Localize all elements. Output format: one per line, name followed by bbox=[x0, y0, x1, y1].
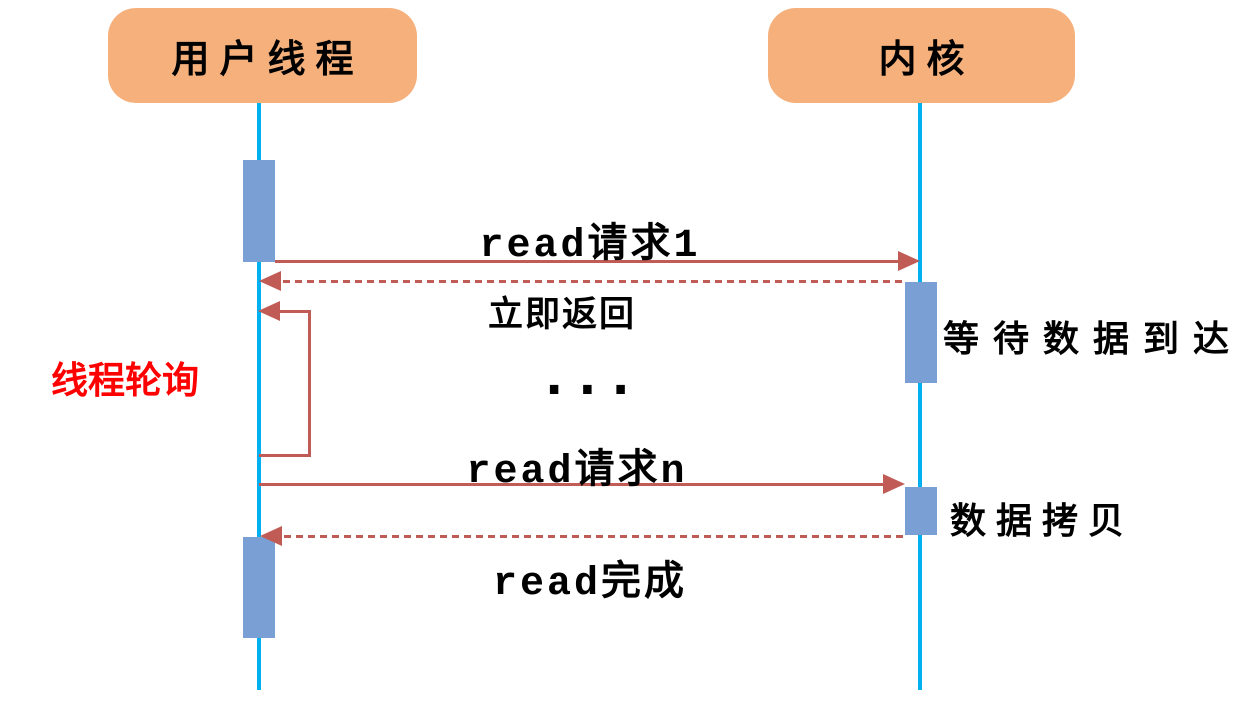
read-request-1-arrowhead-icon bbox=[898, 251, 920, 271]
kernel-activation-bar-wait bbox=[905, 282, 937, 383]
actor-box-kernel: 内核 bbox=[768, 8, 1075, 103]
data-copy-label: 数据拷贝 bbox=[950, 500, 1135, 541]
wait-for-data-label: 等待数据到达 bbox=[943, 318, 1244, 359]
actor-label-kernel: 内核 bbox=[878, 39, 975, 81]
read-request-n-arrowhead-icon bbox=[883, 474, 905, 494]
polling-loop-bottom-line bbox=[259, 454, 311, 457]
user-thread-lifeline bbox=[257, 103, 261, 690]
read-complete-label: read完成 bbox=[492, 562, 687, 607]
immediate-return-arrowhead-icon bbox=[259, 271, 281, 291]
read-request-n-label: read请求n bbox=[466, 450, 688, 495]
polling-loop-arrowhead-icon bbox=[258, 301, 280, 321]
immediate-return-arrow-line bbox=[283, 280, 905, 283]
read-complete-arrowhead-icon bbox=[260, 526, 282, 546]
read-complete-arrow-line bbox=[284, 535, 905, 538]
kernel-activation-bar-copy bbox=[905, 487, 937, 535]
user-activation-bar-2 bbox=[243, 537, 275, 638]
immediate-return-label: 立即返回 bbox=[487, 295, 636, 334]
actor-label-user-thread: 用户线程 bbox=[171, 39, 364, 81]
user-activation-bar-1 bbox=[243, 160, 275, 262]
read-request-1-arrow-line bbox=[275, 260, 900, 263]
read-request-1-label: read请求1 bbox=[479, 224, 701, 269]
polling-loop-vertical-line bbox=[308, 310, 311, 457]
kernel-lifeline bbox=[918, 103, 922, 690]
ellipsis-dots: ... bbox=[545, 350, 645, 406]
polling-loop-top-line bbox=[280, 310, 311, 313]
actor-box-user-thread: 用户线程 bbox=[108, 8, 417, 103]
thread-polling-label: 线程轮询 bbox=[51, 360, 199, 401]
read-request-n-arrow-line bbox=[259, 483, 885, 486]
